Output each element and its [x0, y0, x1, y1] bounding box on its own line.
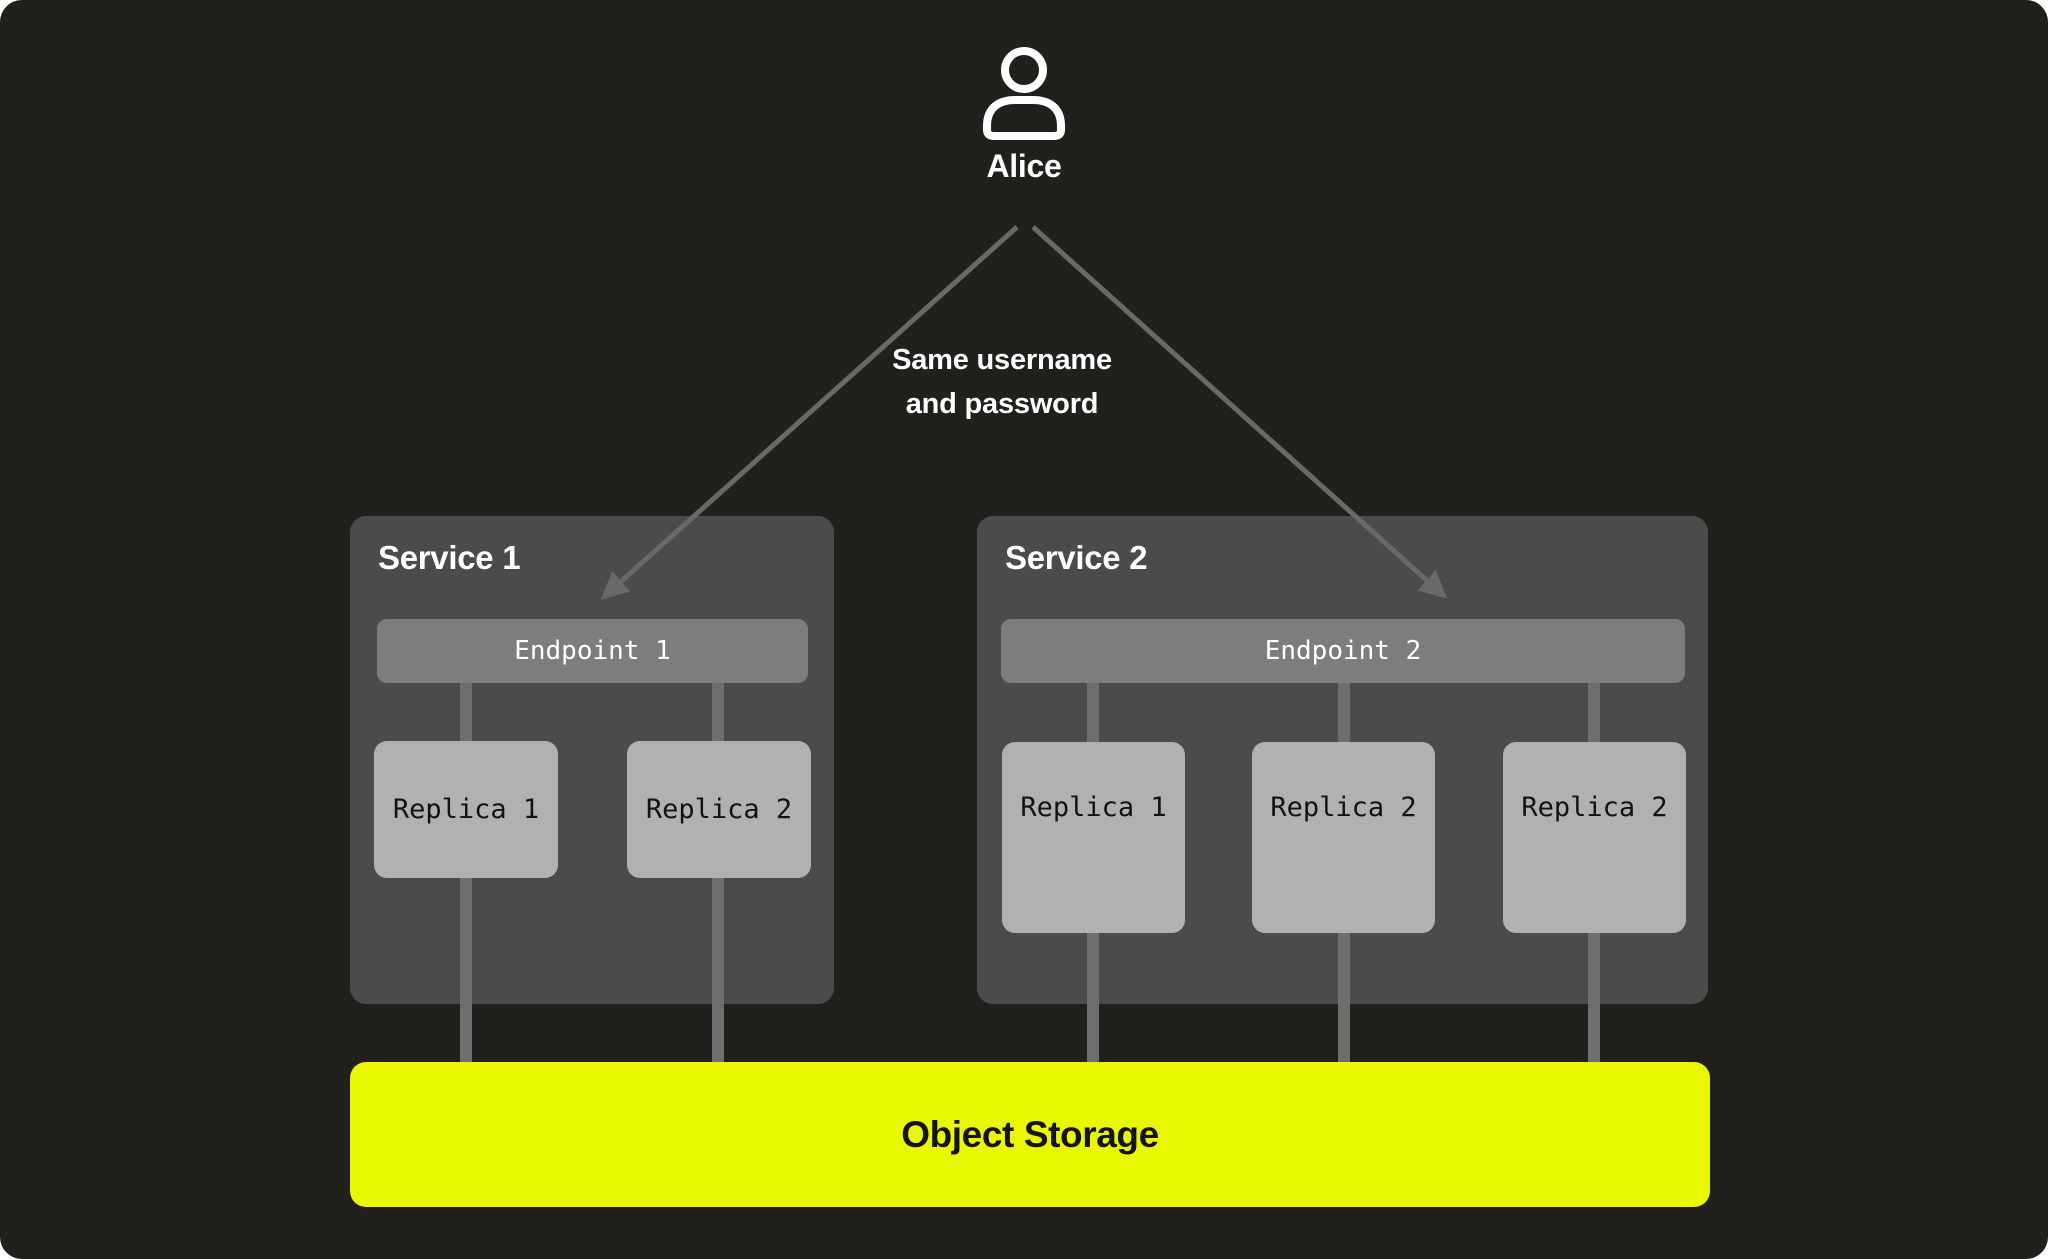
service-1-replica-1-box: Replica 1 — [374, 741, 558, 878]
service-1-box: Service 1 Endpoint 1 Replica 1 Replica 2 — [350, 516, 834, 1004]
object-storage-label: Object Storage — [901, 1113, 1159, 1155]
service-2-replica-1-box: Replica 1 — [1002, 742, 1185, 933]
service-1-replica-2-box: Replica 2 — [627, 741, 811, 878]
endpoint-1-label: Endpoint 1 — [514, 636, 671, 666]
service-2-replica-3-box: Replica 2 — [1503, 742, 1686, 933]
endpoint-2-bar: Endpoint 2 — [1001, 619, 1685, 683]
endpoint-1-bar: Endpoint 1 — [377, 619, 808, 683]
user-alice: Alice — [924, 44, 1124, 185]
service-2-title: Service 2 — [1005, 539, 1148, 576]
service-2-box: Service 2 Endpoint 2 Replica 1 Replica 2… — [977, 516, 1708, 1004]
auth-note-line1: Same username — [892, 344, 1112, 376]
user-icon — [983, 47, 1065, 140]
service-2-replica-2-box: Replica 2 — [1252, 742, 1435, 933]
replica-label: Replica 1 — [392, 793, 540, 825]
auth-note: Same username and password — [782, 338, 1222, 426]
replica-label: Replica 2 — [1270, 792, 1417, 823]
service-1-title: Service 1 — [378, 539, 521, 576]
user-label: Alice — [986, 148, 1062, 184]
endpoint-2-label: Endpoint 2 — [1264, 636, 1422, 666]
replica-label: Replica 2 — [1521, 792, 1668, 823]
replica-label: Replica 2 — [645, 793, 793, 825]
replica-label: Replica 1 — [1020, 792, 1167, 823]
object-storage-bar: Object Storage — [350, 1062, 1710, 1207]
auth-note-line2: and password — [905, 388, 1099, 420]
